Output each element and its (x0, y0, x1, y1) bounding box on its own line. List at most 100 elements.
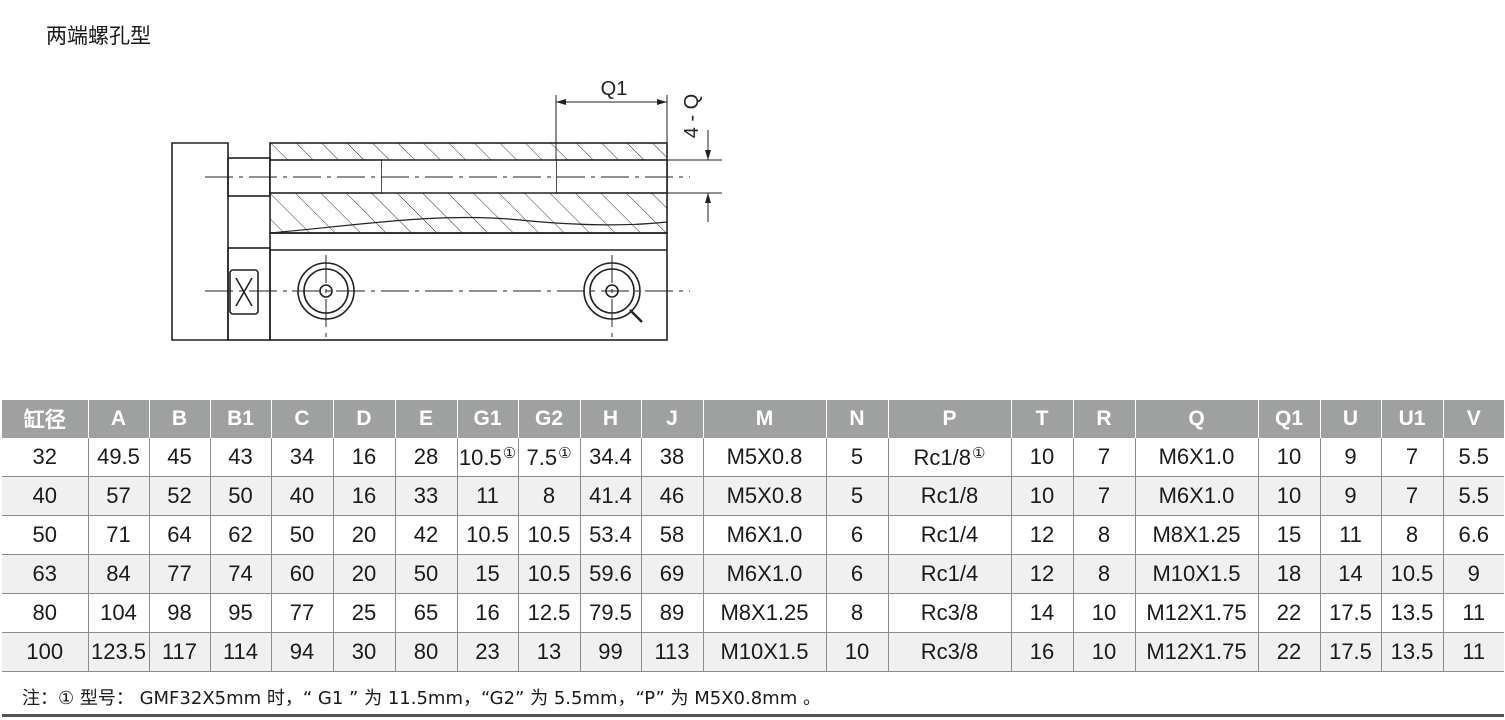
table-cell: 63 (2, 554, 89, 594)
table-cell: 40 (2, 476, 89, 516)
table-cell: 11 (457, 476, 519, 516)
table-cell: 28 (395, 438, 458, 477)
table-cell: 16 (1011, 632, 1074, 672)
table-cell: 23 (457, 632, 519, 672)
table-cell: 62 (210, 515, 272, 555)
column-header: N (826, 400, 889, 438)
table-cell: 10 (826, 632, 889, 672)
table-cell: 42 (395, 515, 458, 555)
column-header: C (271, 400, 334, 438)
table-cell: 8 (1381, 515, 1444, 555)
q1-dimension-label: Q1 (601, 78, 628, 100)
column-header: E (395, 400, 458, 438)
table-cell: 123.5 (88, 632, 150, 672)
table-cell: 14 (1320, 554, 1382, 594)
column-header: U (1320, 400, 1382, 438)
table-cell: M6X1.0 (1135, 438, 1259, 477)
table-cell: 89 (641, 593, 704, 633)
table-cell: 113 (641, 632, 704, 672)
table-cell: 8 (826, 593, 889, 633)
hex-nut (229, 269, 259, 315)
table-cell: M5X0.8 (703, 476, 827, 516)
table-cell: 9 (1320, 438, 1382, 477)
table-cell: 22 (1258, 632, 1321, 672)
table-cell: 12.5 (518, 593, 581, 633)
table-cell: 43 (210, 438, 272, 477)
table-cell: 11 (1320, 515, 1382, 555)
table-cell: 10.5 (1381, 554, 1444, 594)
table-cell: 50 (2, 515, 89, 555)
table-cell: 114 (210, 632, 272, 672)
table-cell: 5 (826, 476, 889, 516)
column-header: P (888, 400, 1012, 438)
column-header: G2 (518, 400, 581, 438)
table-cell: 38 (641, 438, 704, 477)
table-cell: 16 (333, 438, 396, 477)
table-cell: M8X1.25 (1135, 515, 1259, 555)
column-header: M (703, 400, 827, 438)
footnote-marker: ① (558, 444, 572, 462)
table-cell: 9 (1320, 476, 1382, 516)
column-header: V (1443, 400, 1504, 438)
table-cell: 46 (641, 476, 704, 516)
table-cell: 77 (271, 593, 334, 633)
footnote-marker: ① (502, 444, 517, 462)
table-cell: Rc3/8 (888, 593, 1012, 633)
table-cell: 50 (210, 476, 272, 516)
table-cell: 8 (1073, 515, 1136, 555)
table-cell: 49.5 (88, 438, 150, 477)
table-cell: 71 (88, 515, 150, 555)
table-cell: M8X1.25 (703, 593, 827, 633)
table-cell: 77 (149, 554, 211, 594)
table-cell: 7.5① (518, 438, 581, 477)
table-cell: 74 (210, 554, 272, 594)
table-cell: 30 (333, 632, 396, 672)
column-header: B1 (210, 400, 272, 438)
table-cell: 40 (271, 476, 334, 516)
table-cell: 8 (1073, 554, 1136, 594)
column-header: G1 (457, 400, 519, 438)
footnote-marker: ① (972, 444, 986, 462)
table-cell: 34 (271, 438, 334, 477)
table-cell: 10 (1011, 476, 1074, 516)
column-header: H (580, 400, 642, 438)
table-cell: 16 (333, 476, 396, 516)
column-header: T (1011, 400, 1074, 438)
table-cell: 117 (149, 632, 211, 672)
table-cell: M12X1.75 (1135, 632, 1259, 672)
table-cell: 11 (1443, 632, 1504, 672)
table-cell: 13 (518, 632, 581, 672)
table-cell: M6X1.0 (703, 554, 827, 594)
table-cell: 7 (1073, 438, 1136, 477)
table-cell: 80 (2, 593, 89, 633)
table-cell: 57 (88, 476, 150, 516)
table-cell: 14 (1011, 593, 1074, 633)
table-cell: 18 (1258, 554, 1321, 594)
table-cell: 7 (1073, 476, 1136, 516)
table-cell: Rc1/4 (888, 554, 1012, 594)
table-cell: 98 (149, 593, 211, 633)
table-cell: 80 (395, 632, 458, 672)
table-cell: 20 (333, 515, 396, 555)
end-cap-outline (171, 142, 229, 341)
table-cell: M10X1.5 (703, 632, 827, 672)
table-cell: 5.5 (1443, 438, 1504, 477)
table-cell: 50 (395, 554, 458, 594)
table-cell: M6X1.0 (1135, 476, 1259, 516)
table-cell: 65 (395, 593, 458, 633)
table-cell: 53.4 (580, 515, 642, 555)
table-cell: 7 (1381, 476, 1444, 516)
table-cell: 5.5 (1443, 476, 1504, 516)
table-cell: 10.5 (457, 515, 519, 555)
table-cell: 10.5① (457, 438, 519, 477)
table-cell: 25 (333, 593, 396, 633)
table-cell: M6X1.0 (703, 515, 827, 555)
table-cell: 10.5 (518, 515, 581, 555)
table-cell: 7 (1381, 438, 1444, 477)
table-cell: 10 (1011, 438, 1074, 477)
